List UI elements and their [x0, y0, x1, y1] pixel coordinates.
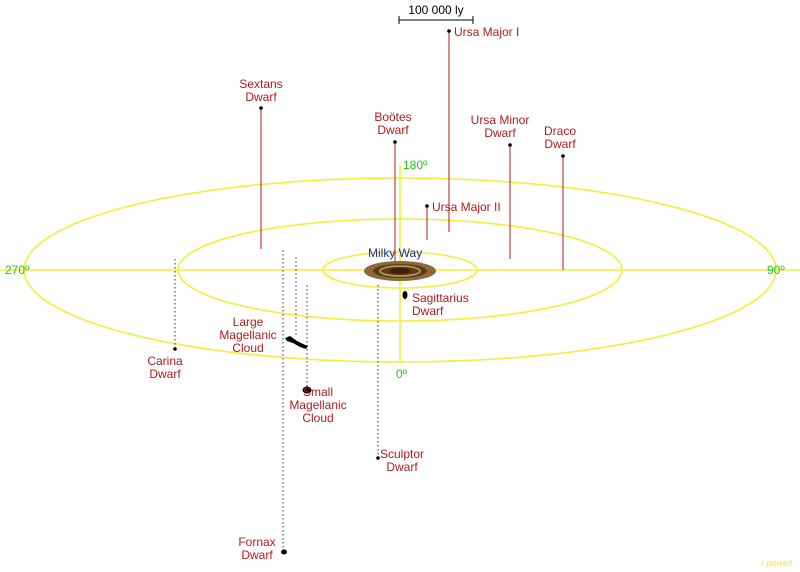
dot-bootes-dwarf	[393, 140, 397, 144]
label-line: Dwarf	[245, 90, 277, 104]
dot-ursa-minor-dwarf	[508, 143, 512, 147]
blob-fornax-dwarf	[281, 549, 287, 555]
label-line: Cloud	[302, 411, 333, 425]
label-line: Dwarf	[412, 304, 444, 318]
milky-way-disc-ring	[379, 265, 421, 277]
below-plane-stems	[174, 250, 379, 550]
angle-label-90: 90º	[767, 263, 785, 277]
label-line: Sculptor	[380, 447, 424, 461]
label-line: Dwarf	[544, 137, 576, 151]
scale-bar: 100 000 ly	[398, 3, 474, 24]
dot-ursa-major-i	[447, 29, 451, 33]
angle-label-180: 180º	[403, 158, 428, 172]
label-line: Dwarf	[241, 548, 273, 562]
angle-label-0: 0º	[396, 367, 408, 381]
credit-signature: r powell	[761, 558, 793, 568]
label-line: Draco	[544, 124, 576, 138]
label-line: Carina	[147, 354, 183, 368]
label-line: Dwarf	[386, 460, 418, 474]
dot-draco-dwarf	[561, 154, 565, 158]
dot-sextans-dwarf	[259, 106, 263, 110]
label-line: Magellanic	[219, 328, 276, 342]
label-line: Ursa Major II	[432, 200, 501, 214]
label-line: Small	[303, 385, 333, 399]
milky-way-galaxy: Milky Way	[364, 246, 436, 281]
label-ursa-major-i: Ursa Major I	[454, 25, 519, 39]
scale-bar-label: 100 000 ly	[408, 3, 463, 17]
dot-carina-dwarf	[173, 347, 177, 351]
label-line: Ursa Minor	[471, 113, 530, 127]
blob-small-magellanic-cloud	[302, 386, 312, 394]
label-line: Magellanic	[289, 398, 346, 412]
label-line: Dwarf	[149, 367, 181, 381]
blob-sagittarius-dwarf	[402, 291, 408, 299]
label-line: Fornax	[238, 535, 275, 549]
blob-large-magellanic-cloud	[285, 336, 308, 349]
label-line: Dwarf	[484, 126, 516, 140]
label-line: Dwarf	[377, 123, 409, 137]
label-line: Boötes	[374, 110, 411, 124]
angle-labels: 180º 270º 90º 0º	[5, 158, 785, 381]
angle-label-270: 270º	[5, 263, 30, 277]
label-line: Ursa Major I	[454, 25, 519, 39]
label-ursa-major-ii: Ursa Major II	[432, 200, 501, 214]
label-line: Cloud	[232, 341, 263, 355]
label-line: Large	[233, 315, 264, 329]
above-plane-stems	[260, 31, 564, 270]
dot-ursa-major-ii	[425, 204, 429, 208]
galaxy-markers	[173, 29, 565, 555]
dot-sculptor-dwarf	[376, 456, 380, 460]
label-line: Sextans	[239, 77, 282, 91]
milky-way-core	[390, 268, 410, 274]
label-line: Sagittarius	[412, 291, 469, 305]
